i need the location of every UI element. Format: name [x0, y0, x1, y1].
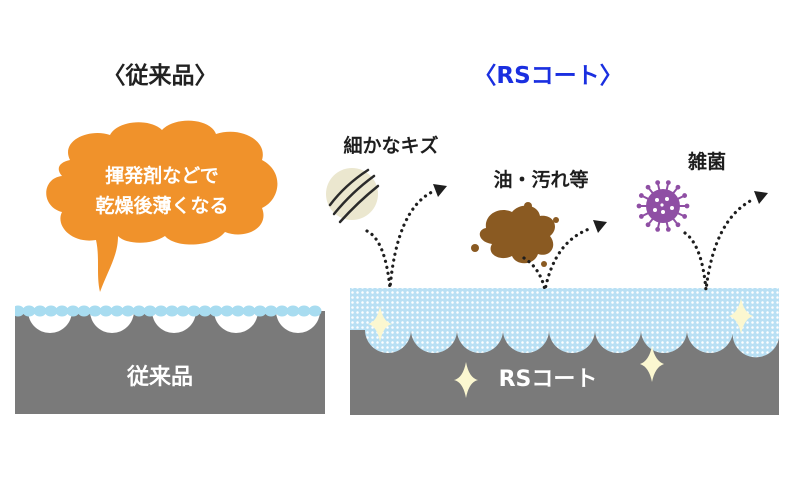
coating-bead	[165, 305, 179, 317]
label-oil-dirt: 油・汚れ等	[493, 168, 588, 191]
germ-spike	[672, 217, 679, 225]
bounce-arrow-scratches	[365, 190, 434, 289]
bubble-line-2: 乾燥後薄くなる	[95, 194, 228, 217]
coating-bead	[99, 305, 113, 317]
germ-spike	[656, 221, 661, 229]
coating-bead	[220, 305, 234, 317]
sparkle-icon	[640, 346, 664, 382]
label-fine-scratches: 細かなキズ	[343, 134, 438, 157]
label-germs: 雑菌	[687, 150, 726, 173]
coating-bead	[121, 305, 135, 317]
coating-bead	[132, 305, 146, 317]
left-heading: 〈従来品〉	[103, 62, 218, 89]
coating-bead	[88, 305, 102, 317]
coating-bead	[308, 305, 322, 317]
germ-spike	[665, 183, 670, 191]
sparkle-icon	[454, 362, 478, 398]
coating-bead	[66, 305, 80, 317]
coating-bead	[44, 305, 58, 317]
coating-bead	[110, 305, 124, 317]
germ-spike	[641, 212, 650, 217]
bubble-line-1: 揮発剤などで	[105, 164, 219, 187]
germ-spike	[647, 187, 654, 195]
germ-spike	[676, 212, 685, 217]
coating-bead	[187, 305, 201, 317]
coating-bead	[253, 305, 267, 317]
oil-stain-icon	[471, 202, 559, 267]
right-panel: 〈RSコート〉 RSコート 細かなキズ 油・汚れ等	[326, 63, 779, 415]
germ-spike	[656, 183, 661, 191]
arrowhead	[433, 184, 447, 197]
coating-bead	[176, 305, 190, 317]
germ-spike	[665, 221, 670, 229]
coating-bead	[33, 305, 47, 317]
coating-bead	[209, 305, 223, 317]
germ-spike	[641, 195, 650, 200]
coating-bead	[198, 305, 212, 317]
germ-spike	[676, 195, 685, 200]
arrowhead	[593, 220, 607, 233]
germ-spike	[672, 187, 679, 195]
sparkle-icon	[368, 306, 392, 342]
coating-bead	[297, 305, 311, 317]
left-base-label: 従来品	[126, 364, 193, 390]
coating-bead	[264, 305, 278, 317]
scratch-marks-icon	[326, 168, 380, 224]
coating-bead	[143, 305, 157, 317]
coating-bead	[242, 305, 256, 317]
right-thick-coating	[350, 288, 779, 358]
coating-bead	[55, 305, 69, 317]
left-thin-coating	[15, 305, 322, 317]
left-panel: 〈従来品〉 揮発剤などで 乾燥後薄くなる 従来品	[15, 62, 325, 414]
coating-bead	[77, 305, 91, 317]
germ-spike-tip	[684, 203, 690, 209]
germ-icon	[636, 180, 690, 232]
left-base	[15, 305, 325, 414]
coating-bead	[15, 305, 25, 317]
sparkle-icon	[729, 298, 753, 334]
bounce-arrow-germs	[683, 198, 754, 291]
coating-bead	[231, 305, 245, 317]
volatile-bubble: 揮発剤などで 乾燥後薄くなる	[46, 120, 278, 292]
bounce-arrow-oil	[522, 226, 594, 291]
right-base-label: RSコート	[499, 367, 598, 392]
coating-bead	[154, 305, 168, 317]
coating-bead	[286, 305, 300, 317]
germ-spike	[647, 217, 654, 225]
germ-spike-tip	[636, 203, 642, 209]
right-heading: 〈RSコート〉	[473, 63, 622, 89]
coating-bead	[275, 305, 289, 317]
arrowhead	[754, 191, 768, 204]
coating-bead	[22, 305, 36, 317]
